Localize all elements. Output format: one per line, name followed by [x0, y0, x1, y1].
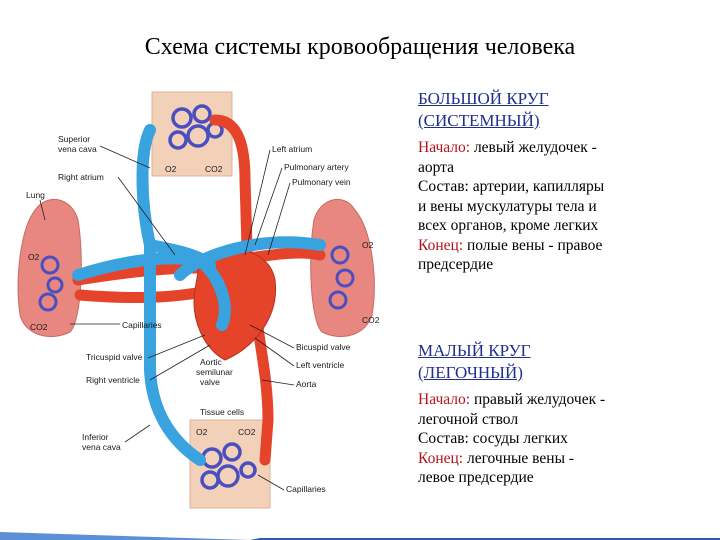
label-left-ventricle: Left ventricle — [296, 360, 344, 370]
label-o2-left: O2 — [28, 252, 40, 262]
label-o2-right: O2 — [362, 240, 374, 250]
label-aortic-valve: Aortic — [200, 357, 222, 367]
systemic-heading-2: (СИСТЕМНЫЙ) — [418, 111, 540, 130]
label-capillaries-body: Capillaries — [286, 484, 326, 494]
pulmonary-heading-1: МАЛЫЙ КРУГ — [418, 341, 531, 360]
label-tricuspid-valve: Tricuspid valve — [86, 352, 143, 362]
label-capillaries-lung: Capillaries — [122, 320, 162, 330]
bottom-decoration — [0, 532, 720, 540]
systemic-heading-1: БОЛЬШОЙ КРУГ — [418, 89, 549, 108]
label-inferior-vena-cava-2: vena cava — [82, 442, 121, 452]
label-tissue-cells: Tissue cells — [200, 407, 244, 417]
systemic-composition-2: и вены мускулатуры тела и — [418, 197, 597, 215]
pulmonary-start-text: правый желудочек - — [470, 391, 606, 408]
label-lung: Lung — [26, 190, 45, 200]
pulmonary-start-key: Начало: — [418, 391, 471, 408]
label-co2-lower: CO2 — [238, 427, 256, 437]
label-co2-upper: CO2 — [205, 164, 223, 174]
right-lung — [310, 199, 375, 337]
pulmonary-start-text-2: легочной ствол — [418, 410, 519, 428]
left-lung-capillaries — [38, 255, 64, 312]
circulation-diagram: Superior vena cava Right atrium Lung Cap… — [17, 91, 380, 509]
label-pulmonary-artery: Pulmonary artery — [284, 162, 349, 172]
label-aortic-valve-3: valve — [200, 377, 220, 387]
label-aortic-valve-2: semilunar — [196, 367, 233, 377]
pulmonary-end-text-2: левое предсердие — [418, 469, 534, 486]
label-aorta: Aorta — [296, 379, 317, 389]
systemic-composition-1: Состав: артерии, капилляры — [418, 178, 605, 195]
left-lung — [17, 199, 82, 337]
upper-capillary-bed — [168, 104, 224, 150]
systemic-start-text: левый желудочек - — [470, 139, 597, 156]
label-inferior-vena-cava: Inferior — [82, 432, 109, 442]
pulmonary-end-key: Конец: — [418, 449, 464, 467]
systemic-composition-3: всех органов, кроме легких — [418, 217, 599, 234]
veins — [72, 124, 326, 466]
label-bicuspid-valve: Bicuspid valve — [296, 342, 351, 352]
slide-title: Схема системы кровообращения человека — [144, 34, 576, 60]
label-pulmonary-vein: Pulmonary vein — [292, 177, 351, 187]
label-co2-left: CO2 — [30, 322, 48, 332]
left-labels: Superior vena cava Right atrium Lung Cap… — [26, 134, 211, 452]
label-right-atrium: Right atrium — [58, 172, 104, 182]
right-lung-capillaries — [328, 245, 355, 310]
pulmonary-end-text: легочные вены - — [463, 449, 575, 467]
label-o2-upper: O2 — [165, 164, 177, 174]
systemic-start-text-2: аорта — [418, 158, 455, 176]
right-labels: Left atrium Pulmonary artery Pulmonary v… — [196, 144, 351, 494]
label-co2-right: CO2 — [362, 315, 380, 325]
systemic-end-text: полые вены - правое — [463, 236, 603, 254]
label-o2-lower: O2 — [196, 427, 208, 437]
systemic-start-key: Начало: — [418, 139, 471, 156]
systemic-end-text-2: предсердие — [418, 256, 494, 273]
systemic-panel: БОЛЬШОЙ КРУГ (СИСТЕМНЫЙ) Начало: левый ж… — [418, 88, 708, 275]
systemic-end-key: Конец: — [418, 236, 464, 254]
label-superior-vena-cava-2: vena cava — [58, 144, 97, 154]
label-right-ventricle: Right ventricle — [86, 375, 140, 385]
label-superior-vena-cava: Superior — [58, 134, 90, 144]
pulmonary-heading-2: (ЛЕГОЧНЫЙ) — [418, 363, 523, 382]
label-left-atrium: Left atrium — [272, 144, 312, 154]
pulmonary-composition: Состав: сосуды легких — [418, 430, 568, 447]
pulmonary-panel: МАЛЫЙ КРУГ (ЛЕГОЧНЫЙ) Начало: правый жел… — [418, 340, 708, 488]
gas-labels: O2 CO2 O2 CO2 O2 CO2 O2 CO2 — [28, 164, 380, 437]
